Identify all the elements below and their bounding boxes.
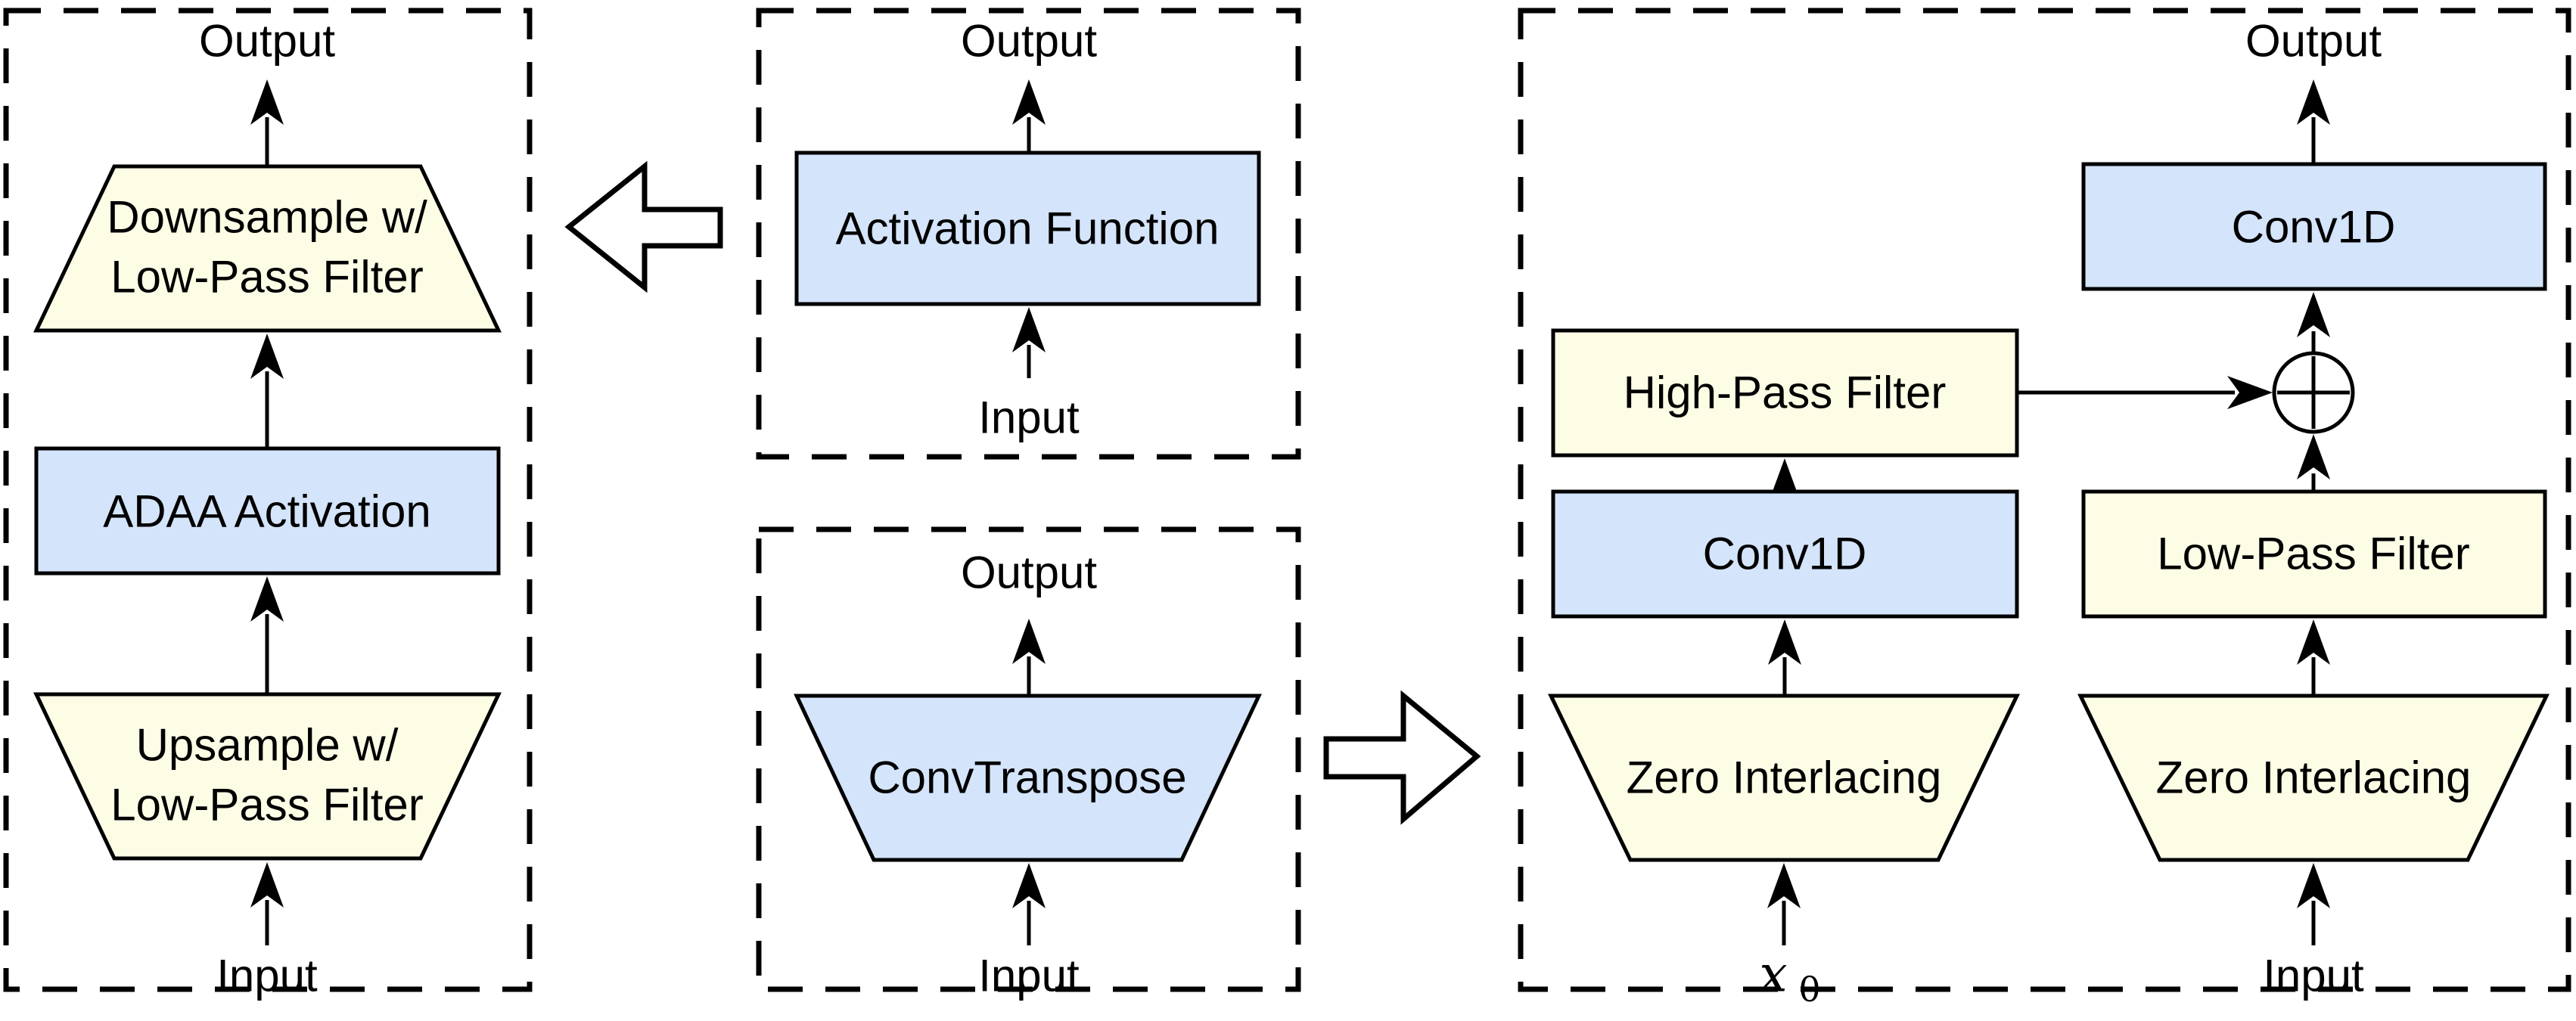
convtranspose-trapezoid xyxy=(794,694,1262,862)
adaa-output-label: Output xyxy=(199,16,335,67)
x0-subscript: 0 xyxy=(1798,969,1820,1010)
panel-adaa: Output Downsample w/ Low-Pass Filter ADA… xyxy=(3,8,533,1001)
arrow-input-to-rightinterlace xyxy=(2297,863,2330,945)
adaa-activation-label: ADAA Activation xyxy=(103,486,431,537)
panel-activation-function: Output Activation Function Input xyxy=(756,8,1301,460)
arrow-upsample-to-activation xyxy=(250,576,284,694)
arrow-highpass-to-sum xyxy=(2017,376,2273,409)
convtranspose-label: ConvTranspose xyxy=(868,753,1186,803)
adaa-input-label: Input xyxy=(216,951,318,1001)
top-conv1d-label: Conv1D xyxy=(2232,202,2396,253)
activation-output-label: Output xyxy=(961,16,1097,67)
low-pass-filter-label: Low-Pass Filter xyxy=(2157,529,2469,579)
left-conv1d-block xyxy=(1551,489,2019,619)
downsample-trapezoid xyxy=(33,164,502,333)
arrow-sum-to-topconv xyxy=(2297,292,2330,353)
activation-function-label: Activation Function xyxy=(836,203,1220,254)
arrow-input-to-upsample xyxy=(250,862,284,945)
low-pass-filter-block xyxy=(2081,489,2547,619)
panel-activation-border xyxy=(756,8,1301,460)
downsample-label-line2: Low-Pass Filter xyxy=(110,252,423,303)
proposed-output-label: Output xyxy=(2245,16,2382,67)
activation-function-block xyxy=(794,151,1261,306)
upsample-label-line1: Upsample w/ xyxy=(136,720,399,771)
panel-proposed-border xyxy=(1518,8,2571,992)
arrow-lowpass-to-sum xyxy=(2297,434,2330,492)
hollow-arrow-right-icon xyxy=(1323,690,1481,825)
panel-adaa-border xyxy=(3,8,533,992)
upsample-trapezoid xyxy=(33,692,502,861)
arrow-block-to-output xyxy=(1012,79,1046,153)
panel-convtranspose-border xyxy=(756,526,1301,992)
arrow-input-to-block xyxy=(1012,307,1046,378)
arrow-input-to-convtranspose xyxy=(1012,863,1046,945)
adaa-activation-block xyxy=(34,446,501,576)
activation-input-label: Input xyxy=(978,393,1080,443)
left-conv1d-label: Conv1D xyxy=(1703,529,1867,579)
arrow-downsample-to-output xyxy=(250,79,284,166)
high-pass-filter-label: High-Pass Filter xyxy=(1624,368,1947,418)
x0-base: x xyxy=(1759,945,1787,1004)
left-zero-interlacing-trapezoid xyxy=(1548,694,2020,862)
arrow-convtranspose-to-output xyxy=(1012,619,1046,696)
panel-proposed: Output Conv1D High-Pass Filter xyxy=(1518,8,2571,1010)
left-zero-interlacing-label: Zero Interlacing xyxy=(1627,753,1942,803)
arrow-leftinterlace-to-leftconv xyxy=(1768,619,1801,696)
hollow-arrow-left-icon xyxy=(564,160,723,293)
downsample-label-line1: Downsample w/ xyxy=(107,192,427,243)
right-zero-interlacing-label: Zero Interlacing xyxy=(2156,753,2472,803)
convtranspose-output-label: Output xyxy=(961,548,1097,598)
upsample-label-line2: Low-Pass Filter xyxy=(110,780,423,830)
right-zero-interlacing-trapezoid xyxy=(2077,694,2550,862)
sum-node-icon xyxy=(2272,351,2355,434)
top-conv1d-block xyxy=(2081,162,2547,291)
panel-convtranspose: Output ConvTranspose Input xyxy=(756,526,1301,1001)
arrow-x0-to-leftinterlace xyxy=(1767,863,1801,945)
arrow-topconv-to-output xyxy=(2297,79,2330,164)
proposed-input-label: Input xyxy=(2263,951,2364,1001)
arrow-rightinterlace-to-lowpass xyxy=(2297,619,2330,696)
convtranspose-input-label: Input xyxy=(978,951,1080,1001)
arrow-activation-to-downsample xyxy=(250,334,284,448)
x0-math-label: x 0 xyxy=(1759,945,1820,1010)
high-pass-filter-block xyxy=(1551,328,2019,458)
